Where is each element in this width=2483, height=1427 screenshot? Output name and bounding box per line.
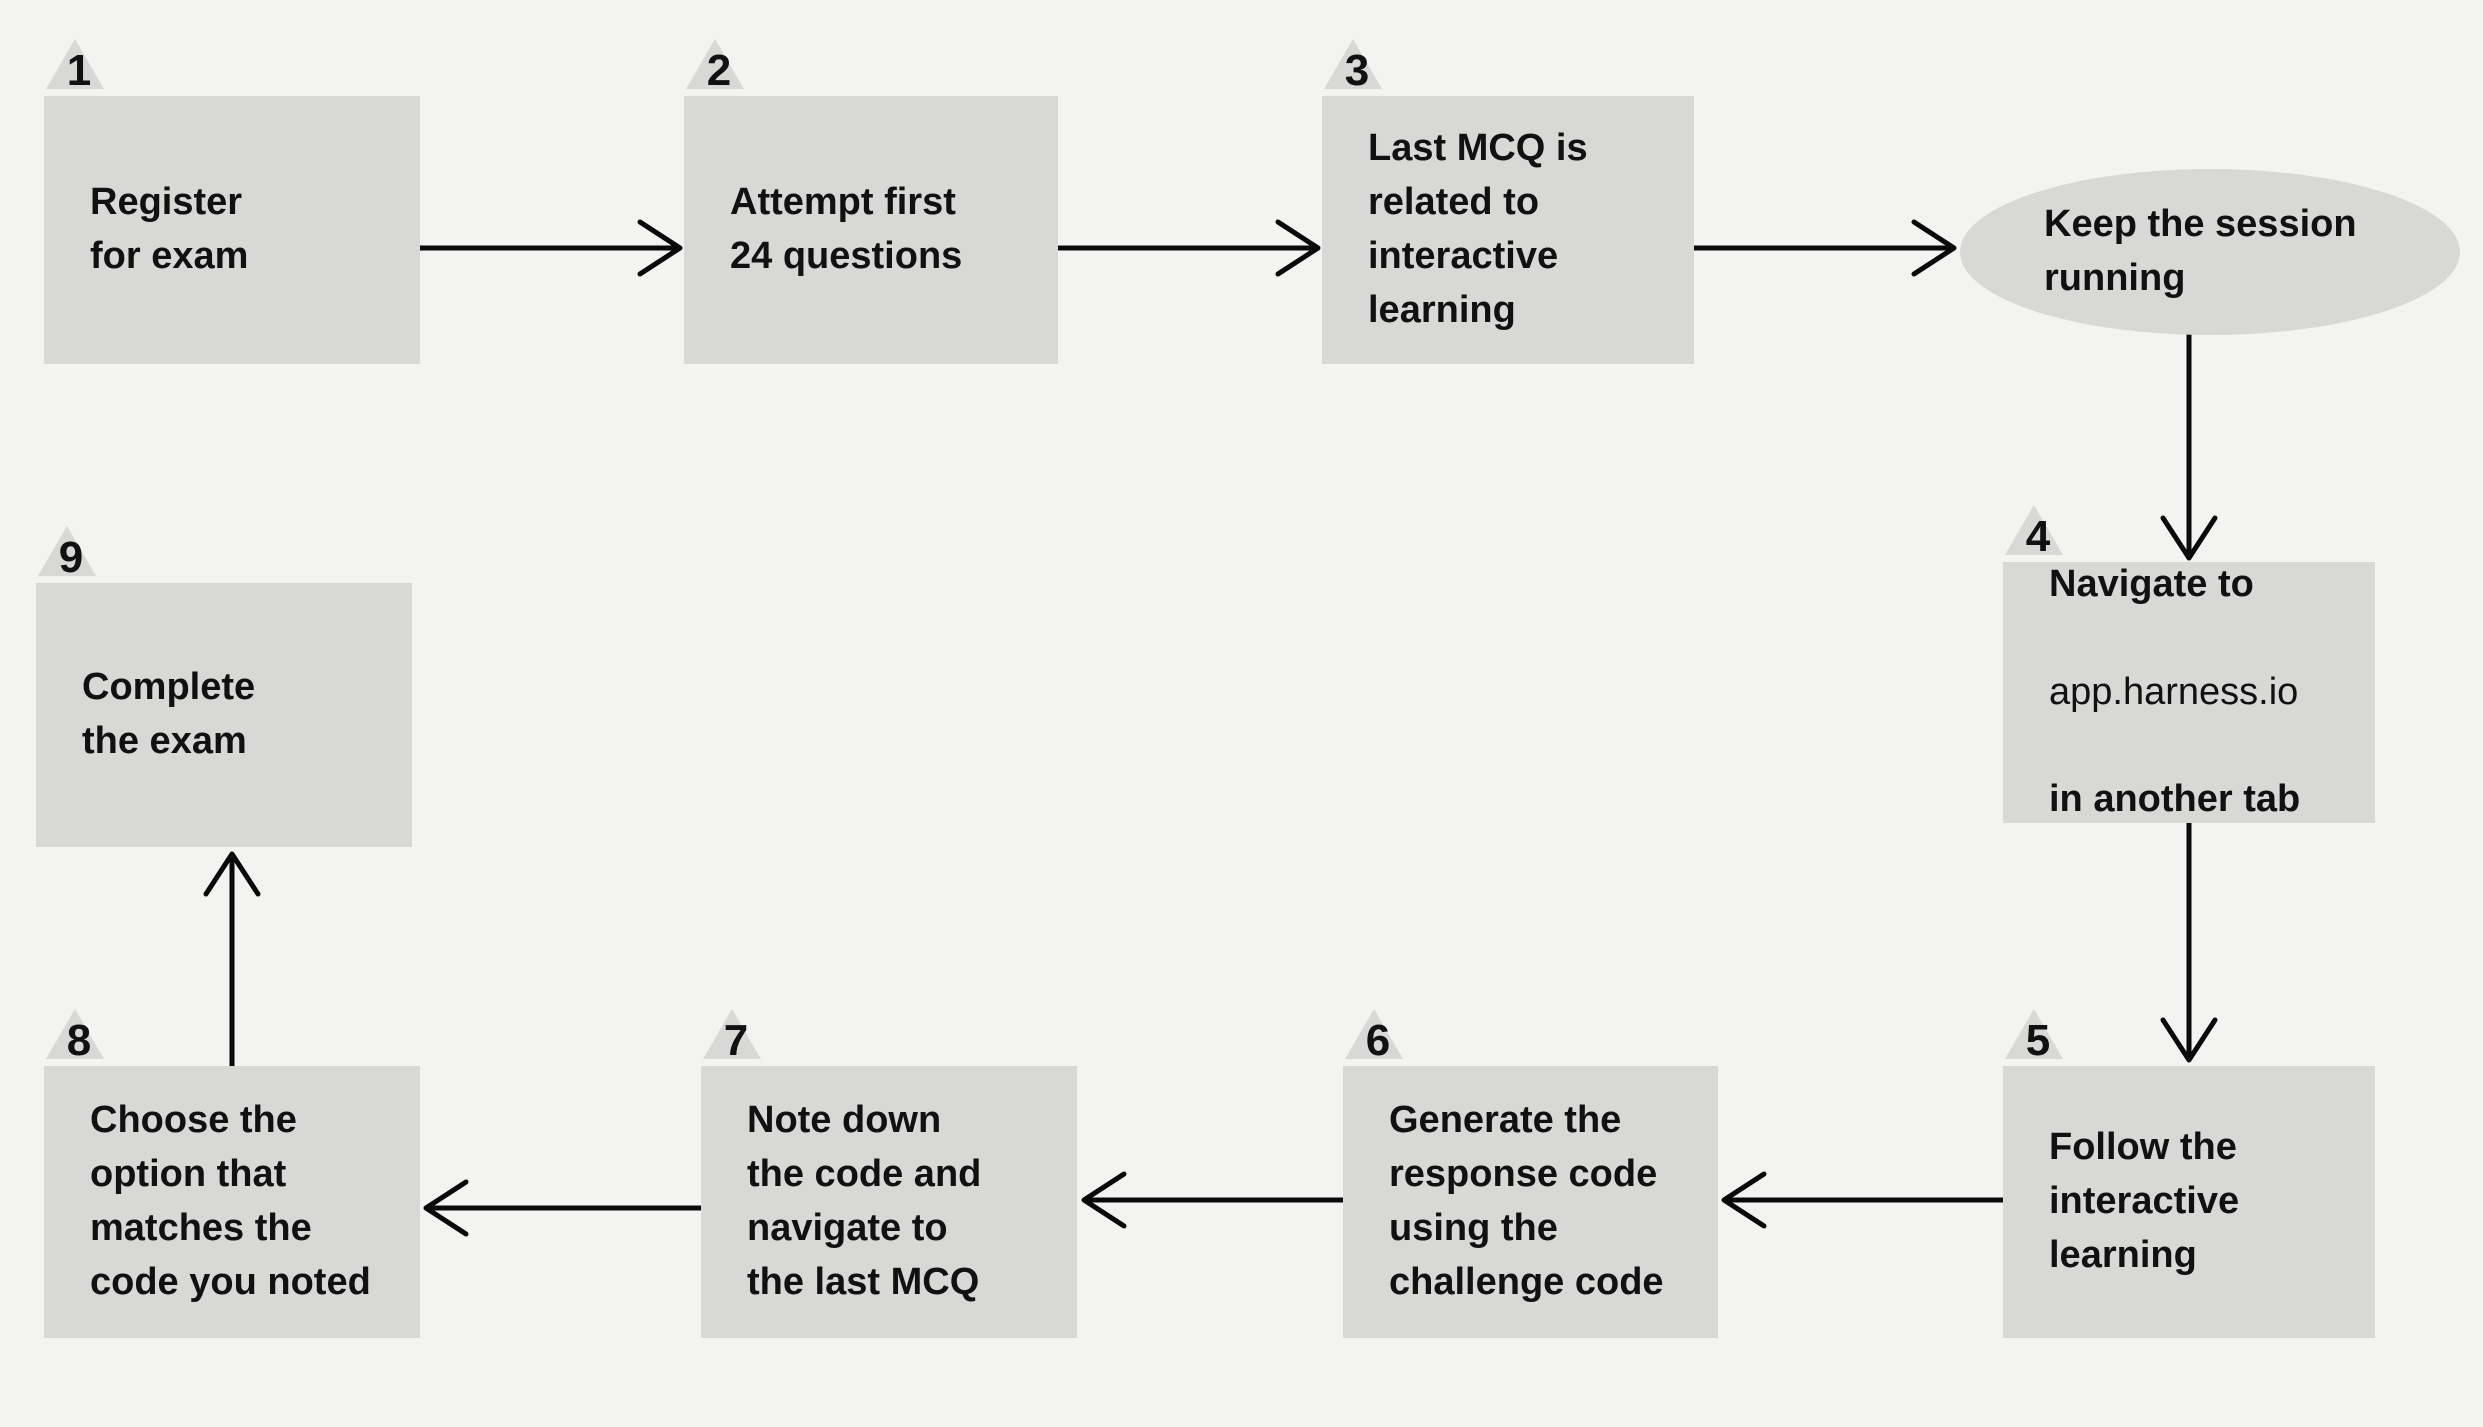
step-3-marker-triangle: 3 — [1324, 39, 1382, 95]
step-3-box: 3 Last MCQ is related to interactive lea… — [1322, 48, 1694, 364]
step-5-marker-triangle: 5 — [2005, 1009, 2063, 1065]
step-1-number: 1 — [66, 45, 92, 95]
arrow-step7-to-step8 — [423, 1179, 701, 1237]
step-4-label-line2: app.harness.io — [2049, 670, 2299, 713]
step-4-number: 4 — [2025, 511, 2051, 561]
step-1-box: 1 Register for exam — [44, 48, 420, 364]
step-5-number: 5 — [2025, 1015, 2051, 1065]
arrow-step6-to-step7 — [1081, 1171, 1343, 1229]
step-5-label: Follow the interactive learning — [2049, 1126, 2240, 1276]
step-7-number: 7 — [723, 1015, 749, 1065]
step-9-marker-triangle: 9 — [38, 526, 96, 582]
step-8-marker-triangle: 8 — [46, 1009, 104, 1065]
step-9-box: 9 Complete the exam — [36, 535, 412, 847]
arrow-session-to-step4 — [2160, 334, 2218, 561]
step-6-number: 6 — [1365, 1015, 1391, 1065]
arrow-step4-to-step5 — [2160, 823, 2218, 1063]
step-2-box: 2 Attempt first 24 questions — [684, 48, 1058, 364]
step-3-label: Last MCQ is related to interactive learn… — [1368, 127, 1588, 331]
step-2-label: Attempt first 24 questions — [730, 181, 963, 277]
step-4-box: 4 Navigate to app.harness.io in another … — [2003, 514, 2375, 823]
step-6-marker-triangle: 6 — [1345, 1009, 1403, 1065]
step-4-label: Navigate to app.harness.io in another ta… — [2003, 562, 2375, 823]
session-terminator-ellipse: Keep the session running — [1960, 169, 2460, 335]
arrow-step8-to-step9 — [203, 851, 261, 1066]
step-3-number: 3 — [1344, 45, 1370, 95]
step-9-number: 9 — [58, 532, 84, 582]
arrow-step5-to-step6 — [1721, 1171, 2003, 1229]
step-8-box: 8 Choose the option that matches the cod… — [44, 1018, 420, 1338]
arrow-step3-to-session — [1694, 219, 1957, 277]
step-5-box: 5 Follow the interactive learning — [2003, 1018, 2375, 1338]
step-1-label: Register for exam — [90, 181, 249, 277]
step-7-box: 7 Note down the code and navigate to the… — [701, 1018, 1077, 1338]
step-4-marker-triangle: 4 — [2005, 505, 2063, 561]
step-2-marker-triangle: 2 — [686, 39, 744, 95]
step-4-label-line3: in another tab — [2049, 778, 2301, 821]
step-8-number: 8 — [66, 1015, 92, 1065]
step-1-marker-triangle: 1 — [46, 39, 104, 95]
step-9-label: Complete the exam — [82, 666, 256, 762]
step-4-label-line1: Navigate to — [2049, 562, 2254, 605]
arrow-step2-to-step3 — [1058, 219, 1321, 277]
session-terminator-label: Keep the session running — [2044, 203, 2357, 299]
arrow-step1-to-step2 — [420, 219, 683, 277]
step-8-label: Choose the option that matches the code … — [90, 1099, 371, 1303]
step-2-number: 2 — [706, 45, 732, 95]
step-7-marker-triangle: 7 — [703, 1009, 761, 1065]
step-6-label: Generate the response code using the cha… — [1389, 1099, 1664, 1303]
step-7-label: Note down the code and navigate to the l… — [747, 1099, 982, 1303]
step-6-box: 6 Generate the response code using the c… — [1343, 1018, 1718, 1338]
